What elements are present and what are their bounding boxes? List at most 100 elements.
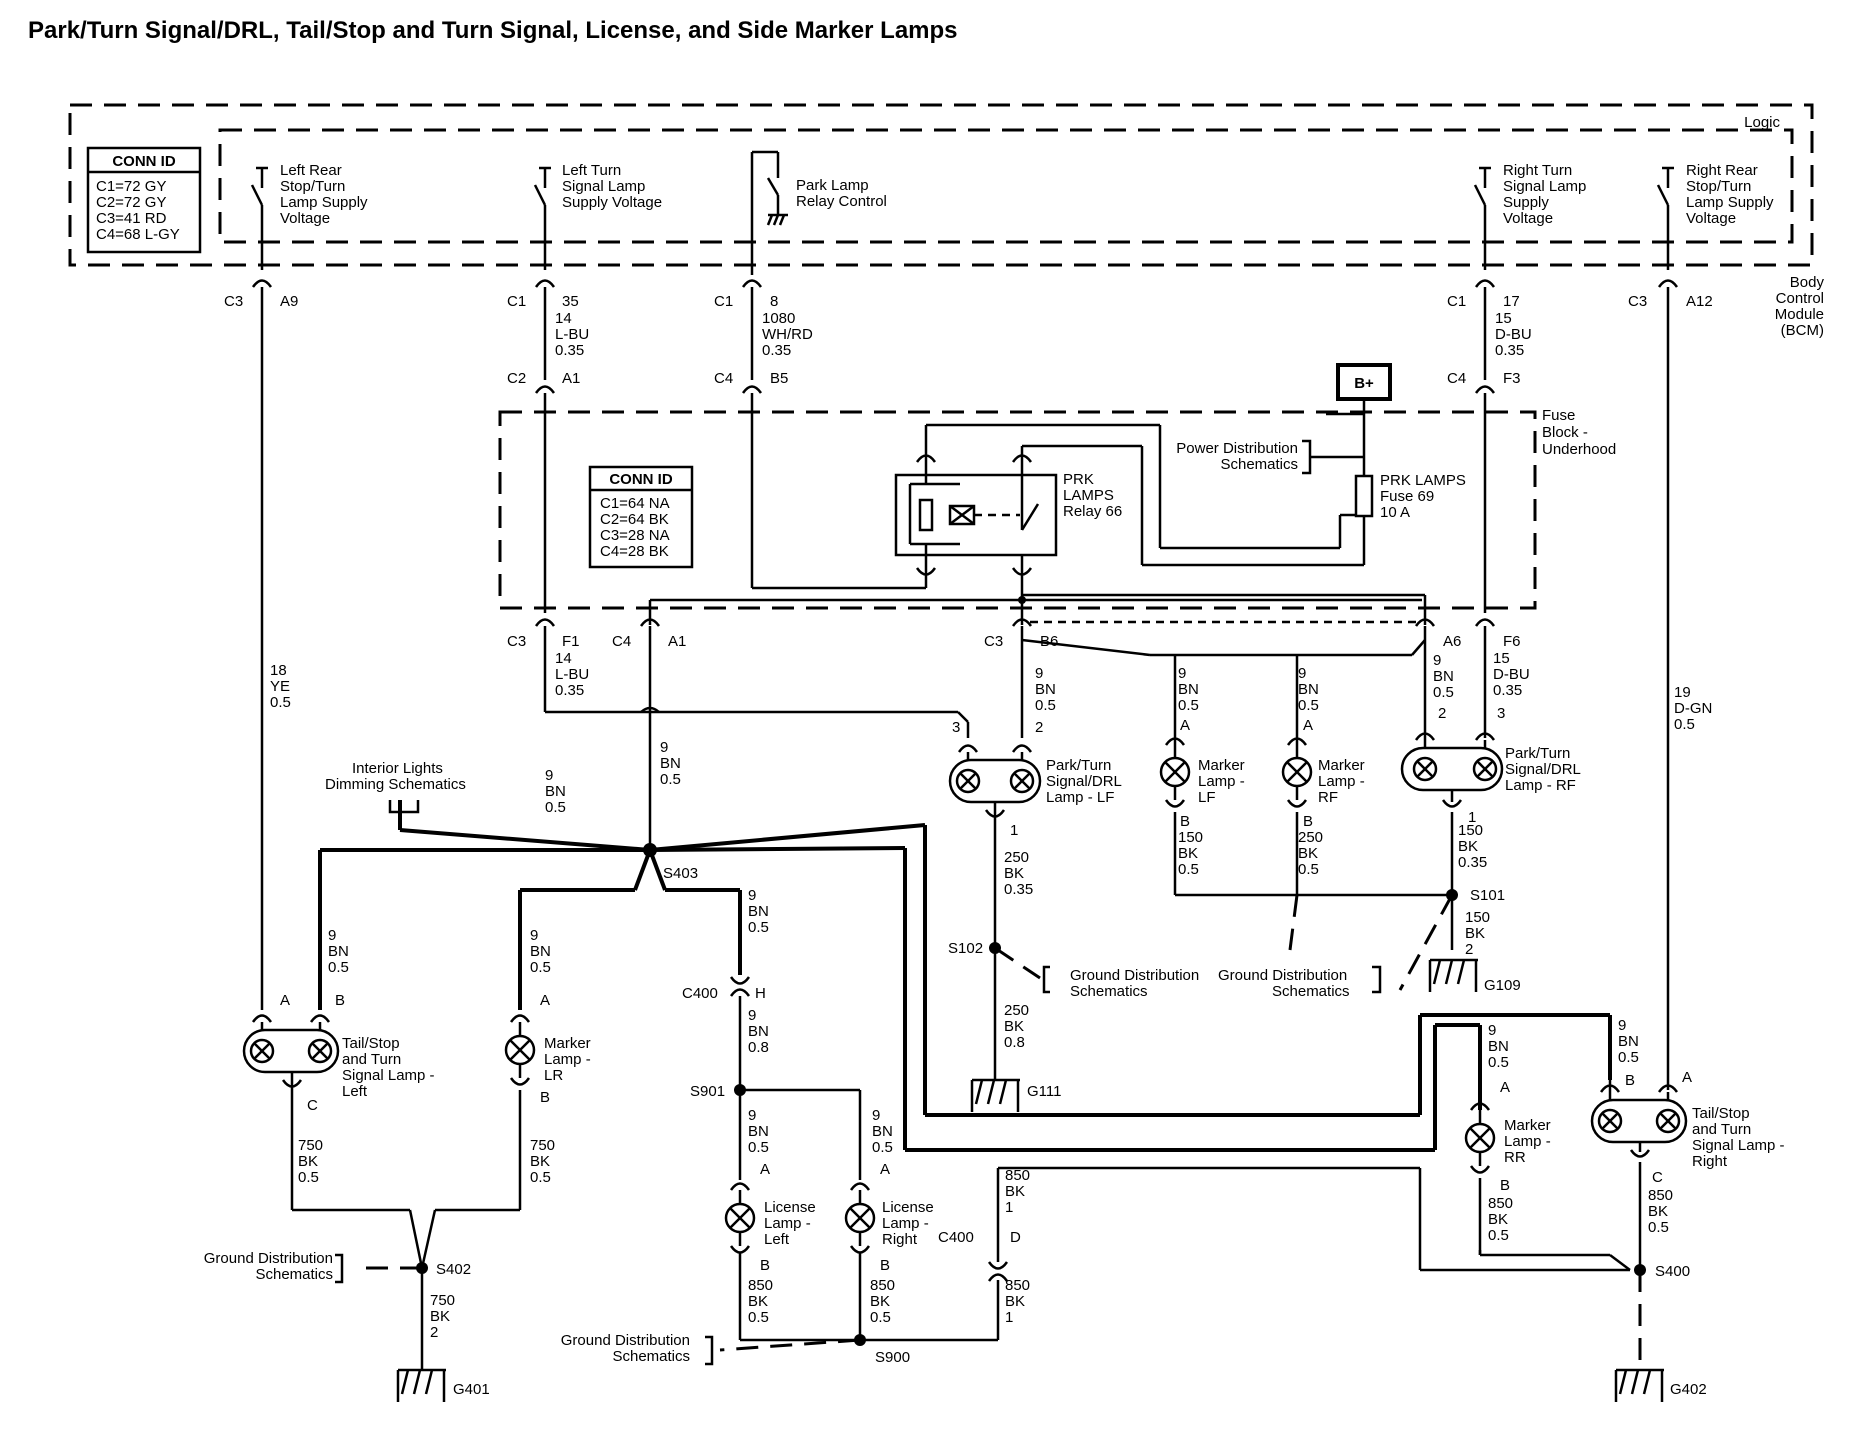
pin-f6: F6 [1503,633,1521,650]
svg-text:Schematics: Schematics [1220,456,1298,473]
svg-text:Fuse: Fuse [1542,407,1575,424]
main-wires [260,287,1670,1090]
pin-mrf-b: B [1303,813,1313,830]
prk-lamps-fuse [1354,474,1374,518]
pin-tl-c: C [307,1097,318,1114]
switch-left-turn-icon [533,166,551,270]
svg-text:Park Lamp: Park Lamp [796,177,869,194]
svg-text:850: 850 [1005,1167,1030,1184]
svg-text:BN: BN [328,943,349,960]
wire-label-9-bn-08: 9 BN 0.8 [748,1007,769,1056]
svg-text:0.35: 0.35 [1495,342,1524,359]
rear-right-wires [1030,1166,1630,1272]
svg-text:BN: BN [748,1123,769,1140]
svg-text:0.35: 0.35 [555,342,584,359]
wire-label-750-bk-05-b: 750 BK 0.5 [530,1137,555,1186]
pin-mrr-a: A [1500,1079,1510,1096]
svg-text:9: 9 [530,927,538,944]
marker-lamp-lf-label: Marker Lamp - LF [1198,757,1245,806]
svg-text:0.5: 0.5 [545,799,566,816]
marker-lamp-lf [1159,737,1191,808]
wire-label-9-bn-marker-rf: 9 BN 0.5 [1298,665,1319,714]
wire-label-250-bk-035: 250 BK 0.35 [1004,849,1033,898]
svg-text:BN: BN [748,903,769,920]
svg-text:RR: RR [1504,1149,1526,1166]
bcm-connector-pins [251,279,1679,288]
svg-text:BN: BN [530,943,551,960]
wire-label-850-bk-05-lr: 850 BK 0.5 [870,1277,895,1326]
svg-text:850: 850 [1648,1187,1673,1204]
svg-text:Control: Control [1776,290,1824,307]
bcm-logic-border [218,128,1794,244]
svg-text:Voltage: Voltage [1686,210,1736,227]
svg-text:0.5: 0.5 [1618,1049,1639,1066]
license-lamp-right [844,1182,876,1254]
pin-b5: B5 [770,370,788,387]
pin-lr-b: B [880,1257,890,1274]
switch-right-turn-label: Right Turn Signal Lamp Supply Voltage [1503,162,1586,227]
svg-text:Lamp -: Lamp - [1318,773,1365,790]
pin-mlf-a: A [1180,717,1190,734]
svg-text:2: 2 [1465,941,1473,958]
pin-b6: B6 [1040,633,1058,650]
svg-text:9: 9 [545,767,553,784]
marker-lamp-rr [1464,1102,1631,1271]
svg-text:C3=28 NA: C3=28 NA [600,527,670,544]
wire-label-9-bn-tail-left: 9 BN 0.5 [328,927,349,976]
pin-mlr-a: A [540,992,550,1009]
svg-text:9: 9 [1298,665,1306,682]
svg-text:750: 750 [430,1292,455,1309]
svg-text:C4=28 BK: C4=28 BK [600,543,669,560]
pin-c3-f1: C3 [507,633,526,650]
pin-mrr-b: B [1500,1177,1510,1194]
svg-text:Marker: Marker [1198,757,1245,774]
svg-text:Tail/Stop: Tail/Stop [1692,1105,1750,1122]
svg-text:BK: BK [298,1153,318,1170]
prk-lamps-fuse-label: PRK LAMPS Fuse 69 10 A [1380,472,1466,521]
svg-text:BN: BN [1433,668,1454,685]
svg-text:Ground Distribution: Ground Distribution [1218,967,1347,984]
svg-text:9: 9 [1178,665,1186,682]
pin-tl-b: B [335,992,345,1009]
pin-prf-2: 2 [1438,705,1446,722]
pin-tr-a: A [1682,1069,1692,1086]
svg-text:BN: BN [1298,681,1319,698]
page-title: Park/Turn Signal/DRL, Tail/Stop and Turn… [28,17,958,44]
svg-text:Voltage: Voltage [280,210,330,227]
svg-text:Interior Lights: Interior Lights [352,760,443,777]
svg-text:D-BU: D-BU [1493,666,1530,683]
svg-text:Signal/DRL: Signal/DRL [1046,773,1122,790]
svg-text:Tail/Stop: Tail/Stop [342,1035,400,1052]
ground-distribution-ref-4: Ground Distribution Schematics [561,1332,690,1365]
ground-g401: G401 [453,1381,490,1398]
svg-text:750: 750 [530,1137,555,1154]
svg-text:Left Turn: Left Turn [562,162,621,179]
svg-text:Lamp -: Lamp - [1198,773,1245,790]
fuse-block-border [498,410,1537,610]
svg-text:BK: BK [1004,865,1024,882]
svg-text:Park/Turn: Park/Turn [1046,757,1111,774]
pin-h: H [755,985,766,1002]
svg-text:Right: Right [882,1231,918,1248]
wire-label-9-bn-marker-lf: 9 BN 0.5 [1178,665,1199,714]
ground-distribution-ref-3: Ground Distribution Schematics [204,1250,333,1283]
svg-text:0.35: 0.35 [1458,854,1487,871]
tail-stop-turn-lamp-left [242,1014,340,1088]
svg-text:(BCM): (BCM) [1781,322,1824,339]
svg-text:C1=72 GY: C1=72 GY [96,178,166,195]
pin-c4-top: C4 [714,370,733,387]
svg-text:Ground Distribution: Ground Distribution [561,1332,690,1349]
svg-text:0.5: 0.5 [530,1169,551,1186]
svg-text:0.5: 0.5 [870,1309,891,1326]
svg-text:BK: BK [1005,1183,1025,1200]
svg-text:Schematics: Schematics [1272,983,1350,1000]
svg-text:Lamp -: Lamp - [544,1051,591,1068]
svg-text:0.35: 0.35 [762,342,791,359]
pin-c4-right: C4 [1447,370,1466,387]
svg-text:Marker: Marker [1318,757,1365,774]
svg-text:BK: BK [1298,845,1318,862]
svg-text:L-BU: L-BU [555,666,589,683]
svg-text:2: 2 [430,1324,438,1341]
pin-plf-3: 3 [952,719,960,736]
svg-text:Lamp -: Lamp - [764,1215,811,1232]
